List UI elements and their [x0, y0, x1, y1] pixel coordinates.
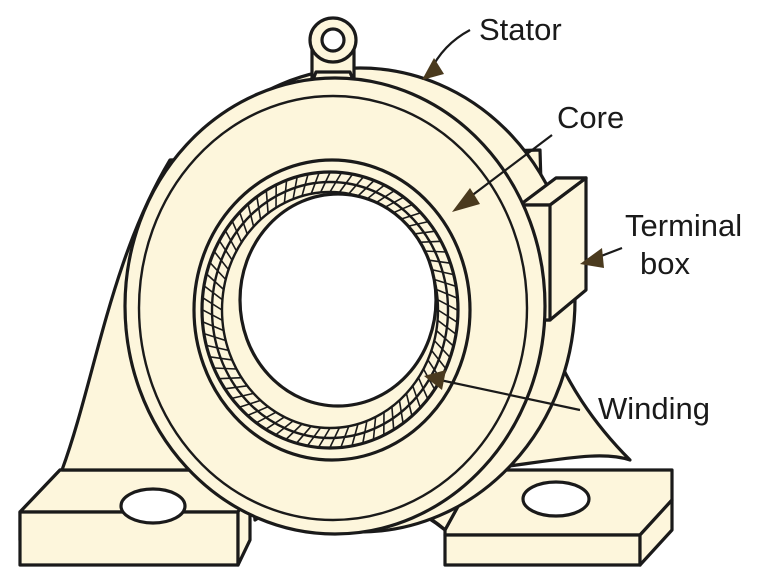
core-arrow [452, 134, 553, 212]
terminal-box-label-line2: box [640, 246, 690, 281]
stator-arrow [422, 29, 471, 80]
winding-label: Winding [598, 391, 710, 426]
right-foot [443, 468, 674, 567]
stator-front-inner-ring [137, 94, 529, 522]
left-foot [18, 468, 252, 567]
left-foot-bolt-hole [119, 487, 187, 525]
lifting-eye [308, 16, 358, 90]
winding-arrow [424, 370, 581, 412]
stator-label: Stator [479, 12, 562, 47]
terminal-box-arrow [580, 246, 623, 268]
terminal-box-label-line1: Terminal [625, 208, 742, 243]
core-label: Core [557, 100, 624, 135]
stator-bore [238, 192, 438, 408]
right-foot-bolt-hole [521, 480, 591, 518]
